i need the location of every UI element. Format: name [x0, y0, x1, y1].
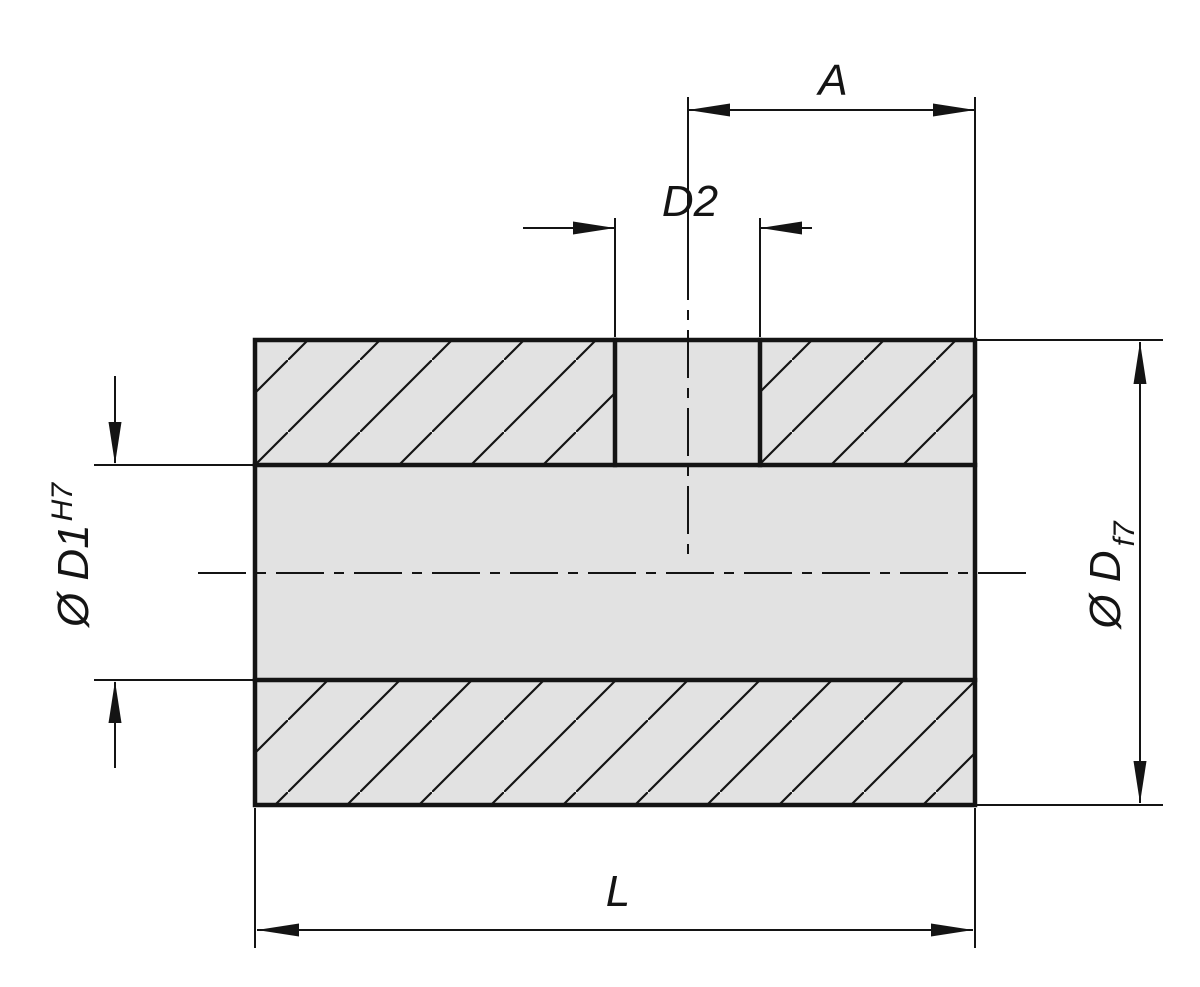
dimension-d2: D2: [523, 177, 812, 337]
center-lines: [198, 252, 1032, 574]
label-dim-d: Ø D f7: [1081, 520, 1141, 631]
hatch-top-left-wall: [257, 342, 613, 463]
label-dim-l: L: [606, 867, 630, 916]
dimension-d1: Ø D1H7: [46, 376, 253, 768]
label-dim-a: A: [815, 56, 847, 105]
dim-d2-arrow-right: [760, 221, 802, 235]
label-dim-d1: Ø D1H7: [46, 482, 98, 629]
dim-l-arrow-right: [931, 923, 973, 937]
dim-d-arrow-bottom: [1133, 761, 1147, 803]
dim-d1-arrow-bottom: [108, 681, 122, 723]
label-dim-d2: D2: [662, 177, 718, 226]
label-dim-d1-prefix: Ø D1: [49, 524, 98, 629]
dim-d2-arrow-left: [573, 221, 615, 235]
dim-l-arrow-left: [257, 923, 299, 937]
dimension-l: L: [254, 808, 976, 948]
label-dim-d-tolerance: f7: [1108, 520, 1141, 546]
label-dim-d-prefix: Ø D: [1081, 550, 1130, 630]
dim-a-arrow-right: [933, 103, 975, 117]
hatch-top-right-wall: [762, 342, 973, 463]
dimension-a: A: [687, 56, 976, 338]
label-dim-d1-tolerance: H7: [46, 482, 79, 522]
dimension-d: Ø D f7: [977, 339, 1163, 806]
dim-d-arrow-top: [1133, 342, 1147, 384]
dim-d1-arrow-top: [108, 422, 122, 464]
hatch-bottom-wall: [257, 682, 973, 803]
dim-a-arrow-left: [688, 103, 730, 117]
